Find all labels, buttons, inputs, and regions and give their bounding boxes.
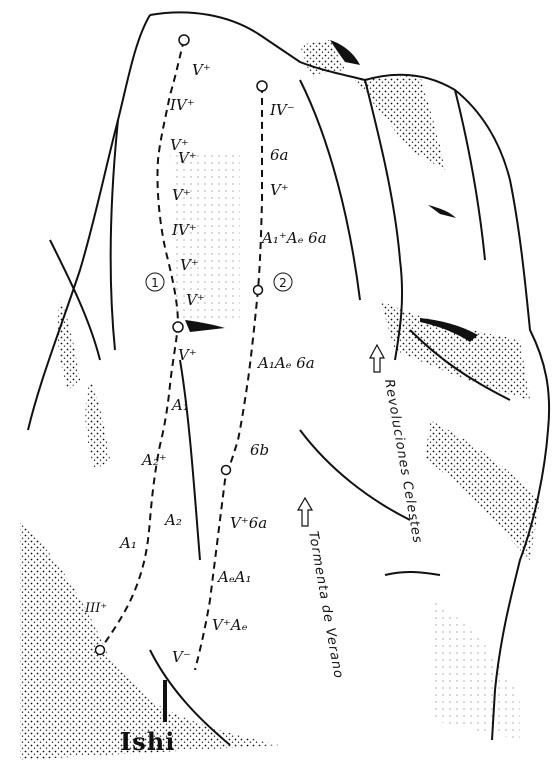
grade-label: V⁺	[178, 346, 197, 364]
grade-label: V⁺	[180, 256, 199, 274]
grade-label: V⁺	[192, 61, 211, 79]
grade-label: V⁺Aₑ	[212, 616, 248, 634]
grade-label: V⁺	[186, 291, 205, 309]
route-1-grades: V⁺ IV⁺ V⁺ V⁺ V⁺ IV⁺ V⁺ V⁺ V⁺ A₁ A₂⁺ A₂ A…	[84, 61, 211, 616]
grade-label: V⁺6a	[230, 514, 267, 532]
grade-label: V⁺	[172, 186, 191, 204]
revoluciones-label: Revoluciones Celestes	[381, 378, 425, 545]
route-1-line	[100, 40, 184, 650]
grade-label: III⁺	[84, 601, 107, 616]
grade-label: A₁⁺Aₑ 6a	[260, 229, 327, 247]
route-name-annotations: Revoluciones Celestes Tormenta de Verano	[298, 345, 425, 680]
grade-label: A₁	[170, 396, 189, 414]
start-marker	[163, 680, 167, 722]
grade-label: V⁺	[270, 181, 289, 199]
belay-stations	[96, 35, 268, 655]
grade-label: A₂	[163, 511, 182, 529]
grade-label: 6b	[250, 441, 269, 459]
arrow-up-icon	[298, 498, 312, 526]
grade-label: A₂⁺	[140, 451, 167, 469]
grade-label: AₑA₁	[216, 568, 252, 586]
grade-label: IV⁺	[169, 96, 195, 114]
grade-label: IV⁻	[269, 101, 295, 119]
grade-label: A₁Aₑ 6a	[256, 354, 315, 372]
grade-label: 6a	[270, 146, 289, 164]
grade-label: V⁺	[178, 149, 197, 167]
grade-label: A₁	[118, 534, 137, 552]
grade-label: V⁻	[172, 648, 191, 666]
tormenta-label: Tormenta de Verano	[305, 530, 346, 680]
route-2-marker: 2	[279, 276, 287, 290]
grade-label: IV⁺	[171, 221, 197, 239]
arrow-up-icon	[370, 345, 384, 372]
footer-label: Ishi	[120, 727, 175, 756]
route-1-marker: 1	[151, 276, 159, 290]
